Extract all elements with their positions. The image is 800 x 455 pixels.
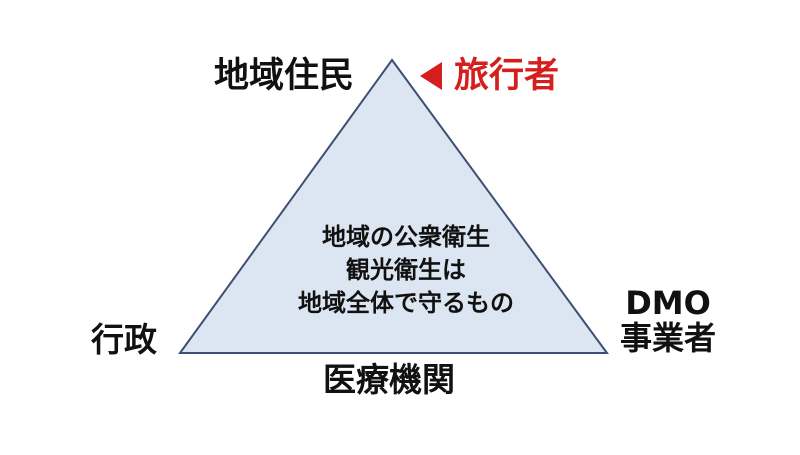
center-line-1: 地域の公衆衛生 [322, 223, 490, 251]
right-label-line-1: DMO [625, 284, 711, 322]
triangle-shape [178, 58, 609, 354]
right-label: DMO 事業者 [612, 286, 724, 355]
top-left-label: 地域住民 [214, 56, 355, 96]
traveler-label: 旅行者 [454, 56, 560, 96]
center-line-3: 地域全体で守るもの [298, 289, 514, 318]
bottom-label: 医療機関 [323, 360, 455, 399]
right-label-line-2: 事業者 [619, 318, 716, 357]
left-arrow-icon [420, 62, 442, 91]
traveler-label-group: 旅行者 [420, 57, 559, 96]
center-text: 地域の公衆衛生 観光衛生は 地域全体で守るもの [271, 221, 541, 320]
center-line-2: 観光衛生は [346, 256, 466, 285]
left-label: 行政 [91, 320, 157, 359]
